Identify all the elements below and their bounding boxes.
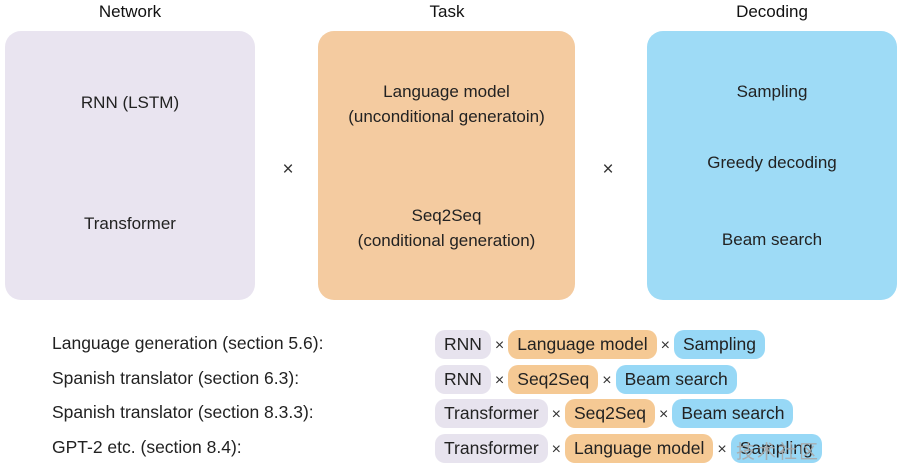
example-row-spanish-translator-1: Spanish translator (section 6.3): RNN×Se…: [0, 365, 900, 394]
network-item-rnn: RNN (LSTM): [80, 93, 180, 112]
combo-multiply-sign: ×: [602, 372, 612, 389]
task-item-seq2seq-line2: (conditional generation): [357, 231, 536, 250]
combo-decoding-pill: Beam search: [672, 399, 794, 428]
task-item-language-model-line2: (unconditional generatoin): [348, 107, 545, 126]
example-label: Language generation (section 5.6):: [52, 333, 324, 353]
task-box: Language model (unconditional generatoin…: [318, 31, 575, 300]
decoding-item-sampling: Sampling: [736, 82, 808, 101]
combo-multiply-sign: ×: [494, 372, 505, 389]
example-row-spanish-translator-2: Spanish translator (section 8.3.3): Tran…: [0, 399, 900, 428]
combo-multiply-sign: ×: [659, 406, 669, 423]
example-combo: RNN×Seq2Seq×Beam search: [435, 365, 737, 394]
combo-network-pill: RNN: [435, 365, 491, 394]
network-box: RNN (LSTM) Transformer: [5, 31, 255, 300]
example-row-language-generation: Language generation (section 5.6): RNN×L…: [0, 330, 900, 359]
example-combo: Transformer×Language model×Sampling: [435, 434, 822, 463]
example-combo: Transformer×Seq2Seq×Beam search: [435, 399, 794, 428]
task-item-seq2seq: Seq2Seq (conditional generation): [318, 203, 575, 253]
multiply-sign-1: ×: [282, 159, 294, 180]
combo-network-pill: Transformer: [435, 434, 548, 463]
example-label: Spanish translator (section 6.3):: [52, 368, 300, 388]
example-combo: RNN×Language model×Sampling: [435, 330, 765, 359]
combo-task-pill: Language model: [508, 330, 657, 359]
combo-decoding-pill: Sampling: [674, 330, 765, 359]
combo-decoding-pill: Beam search: [615, 365, 737, 394]
network-item-transformer: Transformer: [84, 214, 176, 233]
column-header-decoding: Decoding: [736, 2, 808, 21]
decoding-item-beam-search: Beam search: [721, 230, 823, 249]
task-item-language-model-line1: Language model: [383, 82, 510, 101]
combo-decoding-pill: Sampling: [730, 434, 822, 463]
combo-task-pill: Seq2Seq: [565, 399, 656, 428]
multiply-sign-2: ×: [602, 159, 614, 180]
combo-task-pill: Seq2Seq: [508, 365, 599, 394]
example-label: Spanish translator (section 8.3.3):: [52, 402, 314, 422]
task-item-seq2seq-line1: Seq2Seq: [411, 206, 482, 225]
combo-multiply-sign: ×: [551, 406, 561, 423]
combo-multiply-sign: ×: [494, 337, 505, 354]
combo-multiply-sign: ×: [551, 441, 561, 458]
combo-multiply-sign: ×: [717, 441, 727, 458]
decoding-item-greedy: Greedy decoding: [707, 153, 837, 172]
combo-network-pill: RNN: [435, 330, 491, 359]
example-row-gpt2: GPT-2 etc. (section 8.4): Transformer×La…: [0, 434, 900, 463]
column-header-task: Task: [429, 2, 465, 21]
decoding-box: Sampling Greedy decoding Beam search: [647, 31, 897, 300]
column-header-network: Network: [98, 2, 162, 21]
combo-network-pill: Transformer: [435, 399, 548, 428]
combo-task-pill: Language model: [565, 434, 714, 463]
task-item-language-model: Language model (unconditional generatoin…: [318, 79, 575, 129]
combo-multiply-sign: ×: [660, 337, 670, 354]
example-label: GPT-2 etc. (section 8.4):: [52, 437, 242, 457]
